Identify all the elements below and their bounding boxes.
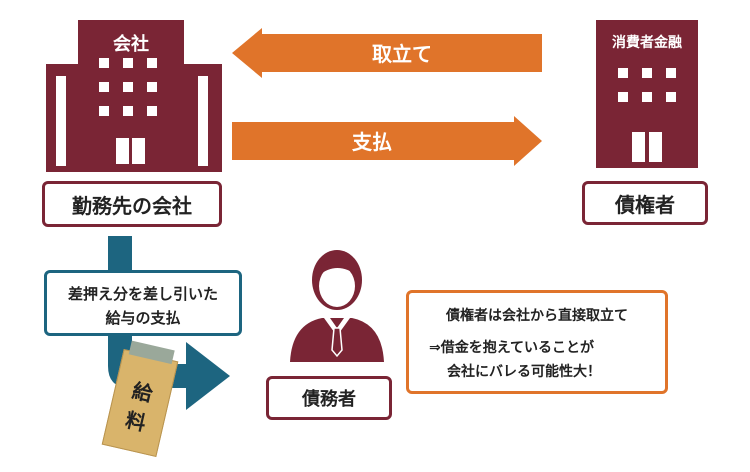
- creditor-name-label: 債権者: [615, 192, 675, 217]
- deduction-note-line2: 給与の支払: [105, 309, 181, 327]
- warning-line2: ⇒借金を抱えていることが: [429, 340, 595, 356]
- company-name-label: 勤務先の会社: [72, 193, 192, 218]
- deduction-note-line1: 差押え分を差し引いた: [67, 285, 218, 303]
- debtor-person-icon: [290, 250, 384, 362]
- company-building-icon: [46, 20, 222, 172]
- creditor-building-icon: [596, 20, 698, 168]
- payment-arrow: [232, 116, 542, 166]
- company-building-label: 会社: [113, 34, 149, 55]
- warning-line1: 債権者は会社から直接取立て: [446, 308, 628, 324]
- creditor-building-label: 消費者金融: [612, 35, 682, 51]
- collection-arrow-label: 取立て: [372, 42, 432, 66]
- warning-box: 債権者は会社から直接取立て ⇒借金を抱えていることが 会社にバレる可能性大！: [406, 290, 668, 394]
- creditor-name-box: 債権者: [582, 181, 708, 225]
- deduction-note-box: 差押え分を差し引いた 給与の支払: [44, 270, 242, 336]
- debtor-name-box: 債務者: [266, 376, 392, 420]
- collection-arrow: [232, 28, 542, 78]
- company-name-box: 勤務先の会社: [42, 181, 222, 227]
- debtor-name-label: 債務者: [302, 389, 356, 410]
- warning-line3: 会社にバレる可能性大！: [447, 364, 601, 380]
- payment-arrow-label: 支払: [352, 130, 392, 154]
